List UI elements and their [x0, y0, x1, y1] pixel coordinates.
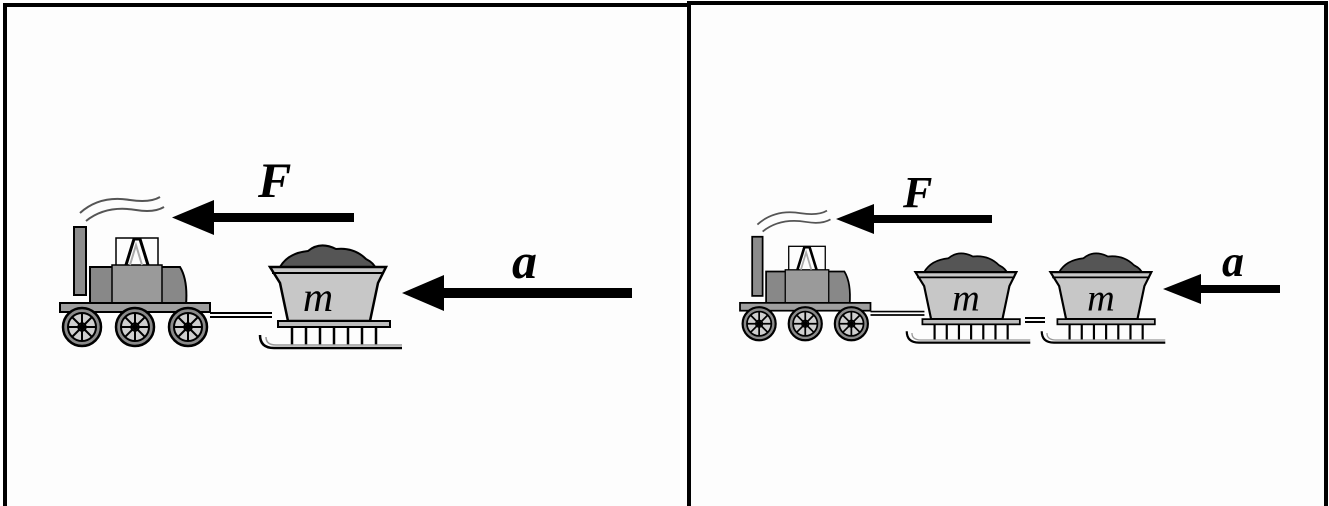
right-panel-frame [687, 1, 1328, 506]
right-panel: m m F a [740, 168, 1280, 344]
cart-1: m [905, 252, 1032, 344]
acceleration-label: a [512, 233, 537, 289]
acceleration-label: a [1222, 237, 1244, 286]
mass-label: m [303, 275, 333, 321]
mass-label: m [1087, 277, 1115, 319]
cart: m [258, 244, 404, 350]
acceleration-arrow [402, 275, 632, 311]
force-label: F [257, 152, 291, 208]
force-arrow [836, 204, 992, 234]
force-label: F [902, 168, 932, 217]
force-arrow [172, 200, 354, 235]
acceleration-arrow [1163, 274, 1280, 304]
cart-2: m [1040, 252, 1167, 344]
left-panel: m F a [60, 152, 632, 350]
mass-label: m [952, 277, 980, 319]
